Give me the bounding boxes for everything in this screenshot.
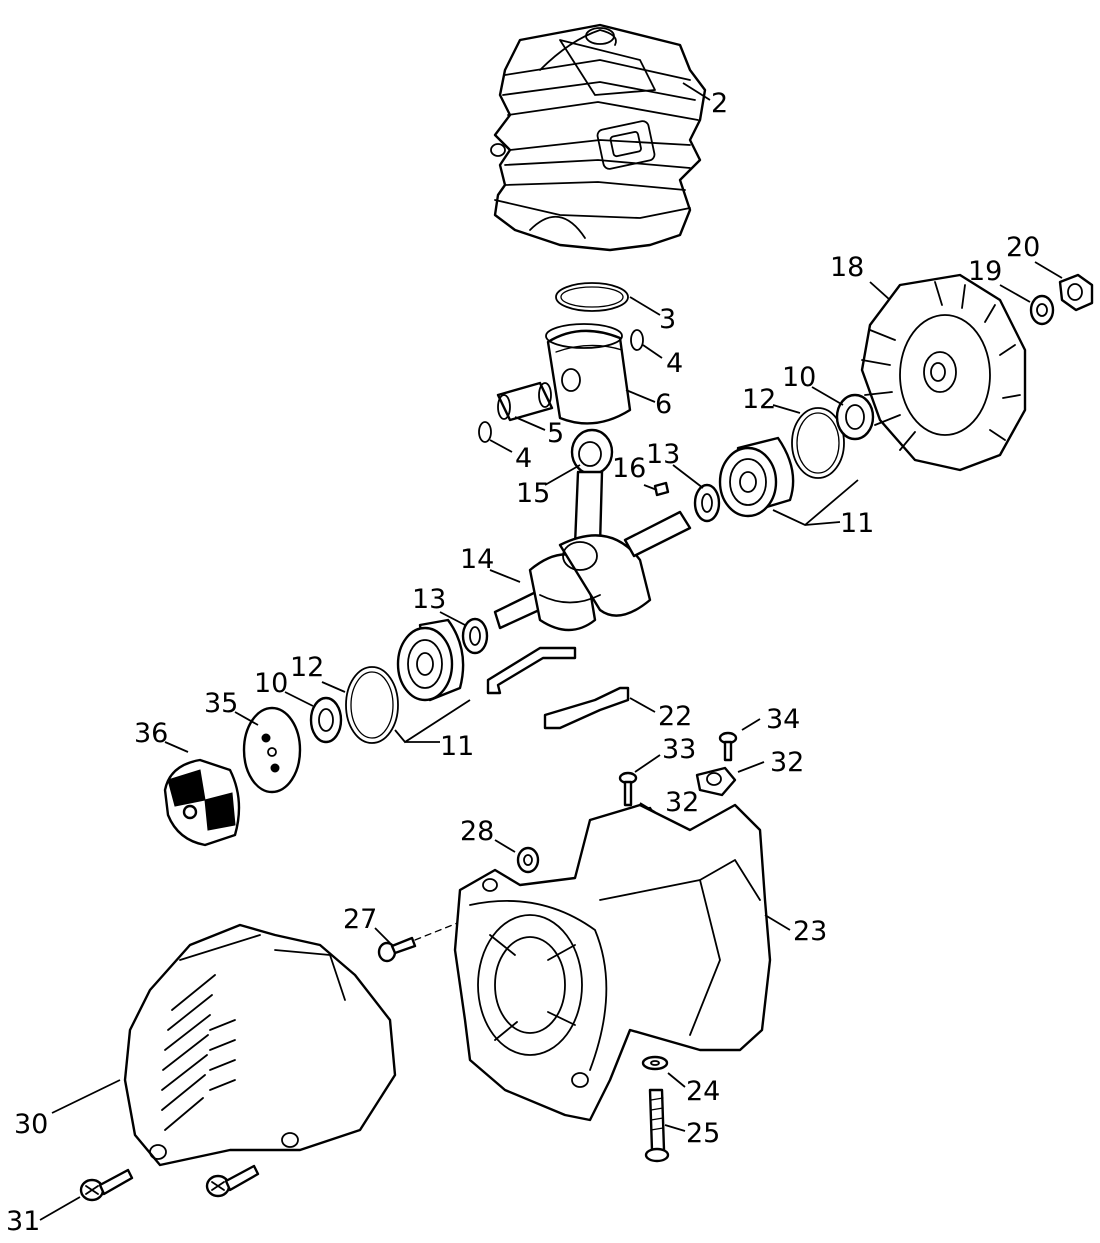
piston-pin-part xyxy=(496,381,554,422)
callout-13: 13 xyxy=(646,439,680,470)
callout-25: 25 xyxy=(686,1118,720,1149)
callout-3: 3 xyxy=(659,304,676,335)
callout-31: 31 xyxy=(6,1206,40,1237)
cover-screw-left-part xyxy=(79,1168,134,1202)
callout-34: 34 xyxy=(766,704,800,735)
callout-11: 11 xyxy=(440,731,474,762)
oil-seal-upper-part xyxy=(835,393,875,441)
callout-24: 24 xyxy=(686,1076,720,1107)
cylinder-part xyxy=(490,23,707,252)
piston-ring-part xyxy=(555,282,629,312)
circlip-lower-part xyxy=(478,421,492,443)
washer-lower-part xyxy=(461,617,489,655)
oil-seal-lower-part xyxy=(309,696,343,744)
crankshaft-part xyxy=(493,510,692,632)
callout-18: 18 xyxy=(830,252,864,283)
callout-4: 4 xyxy=(515,443,532,474)
callout-35: 35 xyxy=(204,688,238,719)
callout-22: 22 xyxy=(658,701,692,732)
bearing-lower-part xyxy=(396,618,465,702)
clutch-part xyxy=(163,758,241,847)
callout-2: 2 xyxy=(711,88,728,119)
callout-13: 13 xyxy=(412,584,446,615)
callout-6: 6 xyxy=(655,389,672,420)
fan-cover-part xyxy=(123,923,397,1167)
flywheel-part xyxy=(860,273,1027,472)
bolt-25-part xyxy=(644,1088,670,1163)
screw-34-part xyxy=(718,731,738,762)
o-ring-upper-part xyxy=(791,407,845,479)
boss-32-upper-part xyxy=(695,766,737,797)
crankcase-part xyxy=(453,803,772,1122)
callout-28: 28 xyxy=(460,816,494,847)
callout-14: 14 xyxy=(460,544,494,575)
cover-screw-right-part xyxy=(205,1164,260,1198)
callout-27: 27 xyxy=(343,904,377,935)
connecting-rod-part xyxy=(570,428,614,547)
callout-30: 30 xyxy=(14,1109,48,1140)
piston-part xyxy=(545,323,632,425)
wire-clip-upper-part xyxy=(486,646,577,695)
callout-33: 33 xyxy=(662,734,696,765)
key-part xyxy=(653,481,670,497)
callout-labels: 2 3 4 6 5 4 15 16 13 18 19 20 10 12 11 1… xyxy=(6,88,1040,1237)
callout-10: 10 xyxy=(782,362,816,393)
callout-15: 15 xyxy=(516,478,550,509)
bearing-upper-part xyxy=(718,436,795,518)
circlip-upper-part xyxy=(630,329,644,351)
o-ring-lower-part xyxy=(345,666,399,744)
leader-lines xyxy=(39,82,1063,1221)
callout-32: 32 xyxy=(665,787,699,818)
callout-20: 20 xyxy=(1006,232,1040,263)
callout-19: 19 xyxy=(968,256,1002,287)
callout-12: 12 xyxy=(290,652,324,683)
callout-23: 23 xyxy=(793,916,827,947)
flywheel-nut-part xyxy=(1058,273,1094,312)
callout-10: 10 xyxy=(254,668,288,699)
washer-24-part xyxy=(641,1055,669,1071)
spacer-28-part xyxy=(516,846,540,874)
screw-27-part xyxy=(377,919,466,963)
callout-16: 16 xyxy=(612,453,646,484)
callout-11: 11 xyxy=(840,508,874,539)
callout-4: 4 xyxy=(666,348,683,379)
callout-12: 12 xyxy=(742,384,776,415)
callout-32: 32 xyxy=(770,747,804,778)
callout-5: 5 xyxy=(547,418,564,449)
flywheel-washer-part xyxy=(1029,294,1055,326)
wire-clip-lower-part xyxy=(543,686,630,730)
clutch-plate-part xyxy=(242,706,302,794)
screw-33-part xyxy=(618,771,638,807)
callout-36: 36 xyxy=(134,718,168,749)
washer-upper-part xyxy=(693,483,721,523)
